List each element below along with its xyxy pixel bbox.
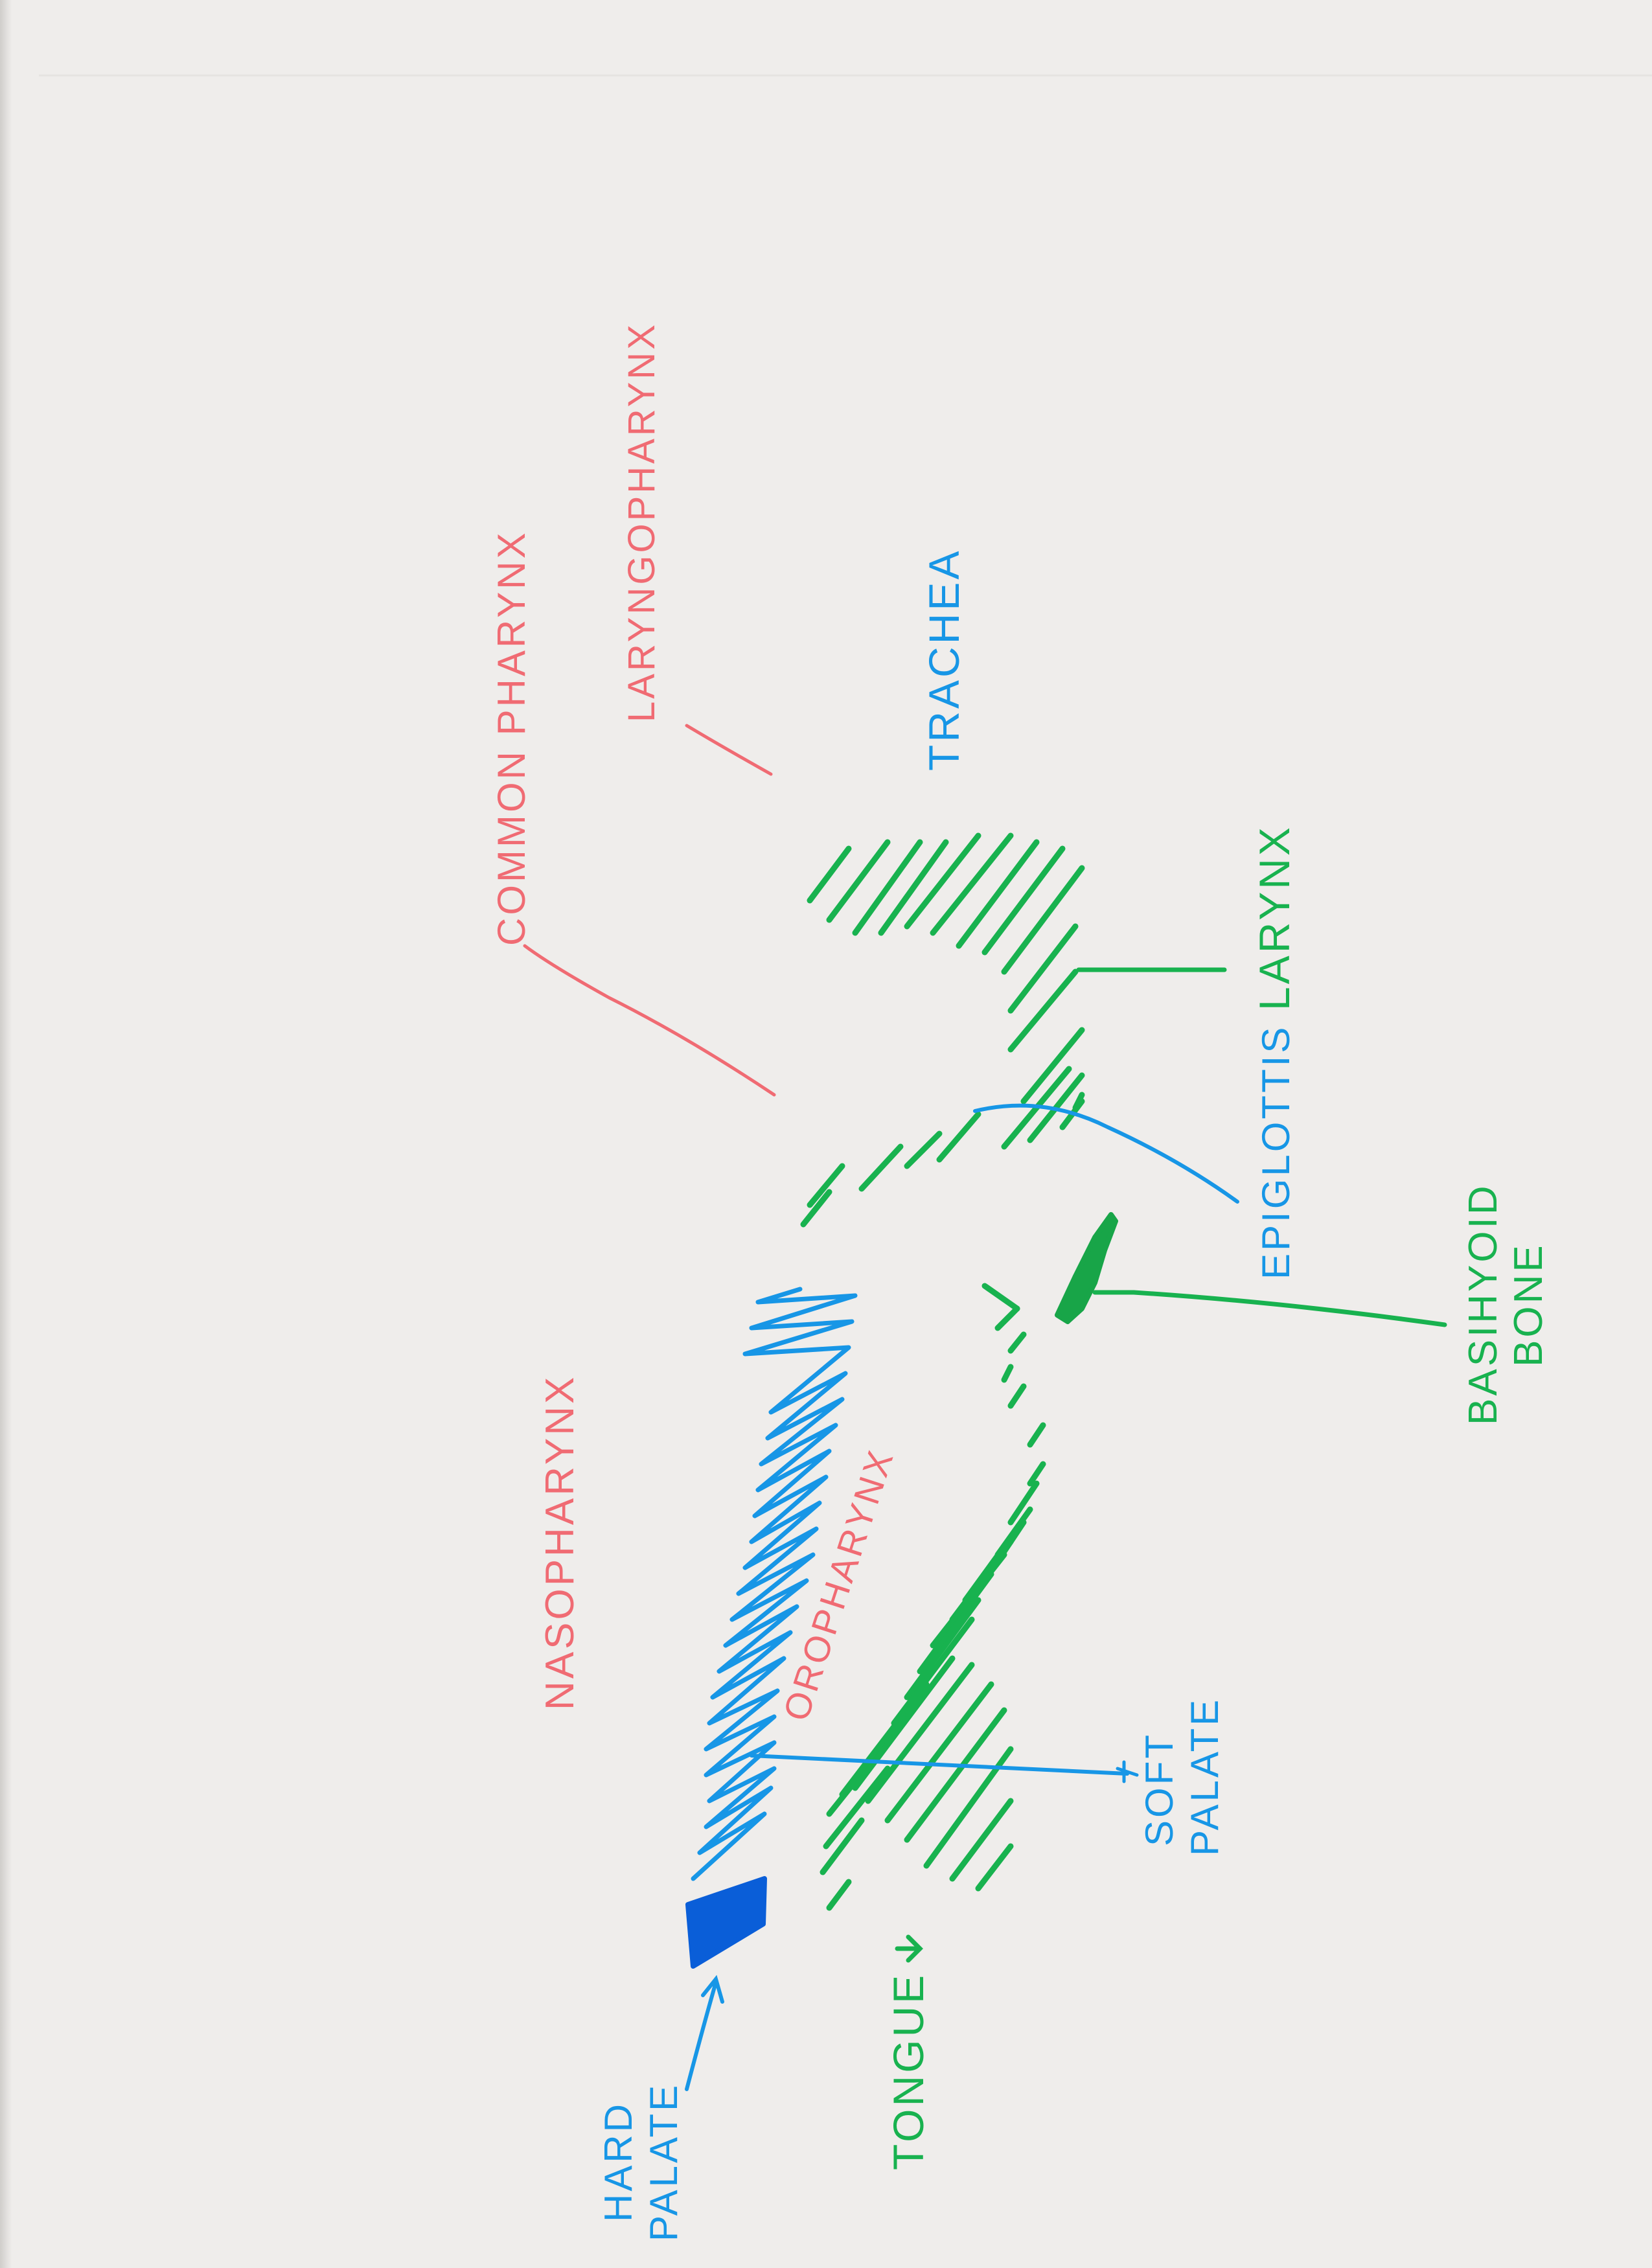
hard-palate-shape — [685, 1876, 767, 1969]
laryngopharynx-label: LARYNGOPHARYNX — [621, 322, 663, 722]
basihyoid-leader-line — [1092, 1290, 1447, 1327]
soft-palate-zigzag — [691, 1287, 858, 1881]
basihyoid-label-line1: BASIHYOID — [1461, 1183, 1506, 1425]
oropharynx-label: OROPHARYNX — [775, 1443, 901, 1725]
nasopharynx-label: NASOPHARYNX — [538, 1375, 582, 1710]
tongue-label: TONGUE — [884, 1973, 932, 2170]
paper-top-edge — [39, 74, 1652, 76]
hard-palate-label-line2: PALATE — [642, 2083, 685, 2241]
paper-left-shadow — [0, 0, 12, 2268]
hard-palate-label-line1: HARD — [597, 2102, 640, 2222]
larynx-hatching — [800, 832, 1085, 1228]
epiglottis-label: EPIGLOTTIS — [1254, 1025, 1298, 1279]
hard-palate-arrow — [685, 1975, 724, 2091]
basihyoid-label-line2: BONE — [1506, 1243, 1551, 1367]
trachea-label: TRACHEA — [920, 549, 968, 771]
common-pharynx-label: COMMON PHARYNX — [490, 530, 533, 946]
larynx-label: LARYNX — [1250, 825, 1298, 1011]
basihyoid-bone-shape — [1055, 1212, 1118, 1324]
laryngopharynx-leader-line — [685, 724, 773, 776]
soft-palate-leader-tick — [1116, 1760, 1139, 1783]
soft-palate-label-line2: PALATE — [1183, 1697, 1226, 1856]
soft-palate-label-line1: SOFT — [1138, 1732, 1181, 1846]
epiglottis-leader-line — [973, 1103, 1239, 1204]
tongue-hatching — [820, 1283, 1046, 1911]
soft-palate-leader-line — [750, 1754, 1129, 1776]
tongue-arrow — [895, 1934, 923, 1963]
common-pharynx-leader-line — [523, 944, 776, 1097]
